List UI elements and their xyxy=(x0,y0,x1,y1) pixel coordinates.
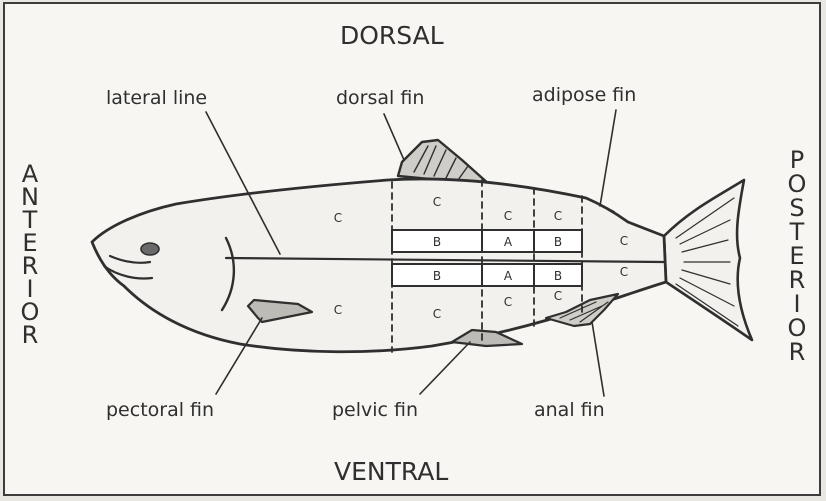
eye xyxy=(141,243,159,255)
posterior-letter: R xyxy=(789,338,806,366)
adipose-fin-leader xyxy=(600,110,616,206)
lateral-line-label: lateral line xyxy=(106,87,207,109)
section-c: C xyxy=(334,303,342,317)
section-b: B xyxy=(433,235,441,249)
pectoral-fin-label: pectoral fin xyxy=(106,399,214,421)
section-c: C xyxy=(504,209,512,223)
section-a: A xyxy=(504,235,513,249)
dorsal-fin-label: dorsal fin xyxy=(336,87,424,109)
adipose-fin-label: adipose fin xyxy=(532,84,636,106)
dorsal-fin-leader xyxy=(384,114,404,160)
section-c: C xyxy=(620,265,628,279)
section-c: C xyxy=(504,295,512,309)
section-c: C xyxy=(554,209,562,223)
section-b: B xyxy=(433,269,441,283)
anterior-label: A N T E R I O R xyxy=(21,160,40,349)
section-c: C xyxy=(554,289,562,303)
section-c: C xyxy=(433,307,441,321)
ventral-label: VENTRAL xyxy=(334,457,448,486)
section-c: C xyxy=(620,234,628,248)
section-b: B xyxy=(554,235,562,249)
posterior-label: P O S T E R I O R xyxy=(788,146,807,366)
anterior-letter: R xyxy=(22,321,39,349)
anal-fin-leader xyxy=(592,322,604,396)
section-c: C xyxy=(334,211,342,225)
section-b: B xyxy=(554,269,562,283)
pelvic-fin-label: pelvic fin xyxy=(332,399,418,421)
section-a: A xyxy=(504,269,513,283)
pelvic-fin-leader xyxy=(420,342,470,394)
dorsal-label: DORSAL xyxy=(340,21,444,50)
caudal-fin xyxy=(664,180,752,340)
section-c: C xyxy=(433,195,441,209)
anal-fin-label: anal fin xyxy=(534,399,605,421)
